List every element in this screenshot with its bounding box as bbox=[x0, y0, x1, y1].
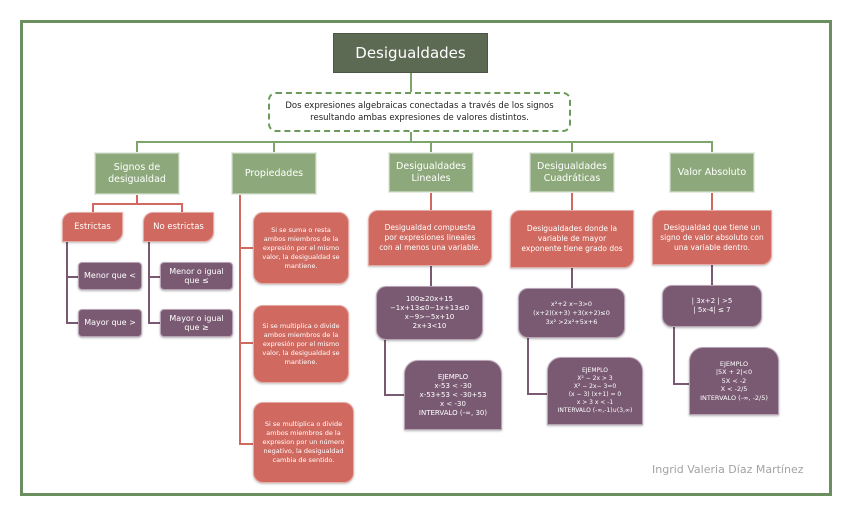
diagram-title: Desigualdades bbox=[333, 33, 488, 73]
connector bbox=[384, 394, 404, 396]
connector bbox=[673, 383, 689, 385]
worked-example-cuadraticas: EJEMPLO X² − 2x > 3 X² − 2x− 3=0 (x − 3)… bbox=[547, 357, 643, 425]
connector bbox=[136, 194, 138, 204]
connector bbox=[239, 194, 241, 444]
property-multiplica-divide: Si se multiplica o divide ambos miembros… bbox=[253, 305, 349, 383]
connector bbox=[92, 203, 182, 205]
sign-menor-que: Menor que < bbox=[78, 262, 142, 290]
category-propiedades: Propiedades bbox=[232, 153, 316, 194]
connector bbox=[527, 393, 547, 395]
connector bbox=[136, 141, 713, 143]
connector bbox=[148, 322, 160, 324]
connector bbox=[410, 73, 412, 92]
connector bbox=[711, 265, 713, 285]
category-cuadraticas: Desigualdades Cuadráticas bbox=[530, 153, 614, 192]
connector bbox=[239, 443, 253, 445]
connector bbox=[66, 241, 68, 323]
description-valor-absoluto: Desigualdad que tiene un signo de valor … bbox=[652, 210, 772, 265]
description-lineales: Desigualdad compuesta por expresiones li… bbox=[368, 210, 492, 266]
connector bbox=[571, 192, 573, 210]
connector bbox=[239, 342, 253, 344]
subgroup-estrictas: Estrictas bbox=[62, 212, 123, 242]
connector bbox=[181, 203, 183, 213]
sign-menor-igual: Menor o igual que ≤ bbox=[160, 262, 233, 290]
connector bbox=[384, 340, 386, 395]
diagram-frame bbox=[20, 20, 832, 496]
examples-cuadraticas: x²+2 x−3>0 (x+2)(x+3) +3(x+2)≤0 3x² >2x²… bbox=[518, 288, 625, 338]
connector bbox=[148, 276, 160, 278]
connector bbox=[711, 192, 713, 210]
connector bbox=[239, 247, 253, 249]
connector bbox=[571, 141, 573, 153]
sign-mayor-igual: Mayor o igual que ≥ bbox=[160, 309, 233, 337]
connector bbox=[673, 327, 675, 384]
definition-box: Dos expresiones algebraicas conectadas a… bbox=[268, 92, 571, 132]
worked-example-lineales: EJEMPLO x-53 < -30 x-53+53 < -30+53 x < … bbox=[404, 360, 502, 430]
category-signos: Signos de desigualdad bbox=[95, 153, 179, 194]
property-numero-negativo: Si se multiplica o divide ambos miembros… bbox=[253, 402, 354, 483]
worked-example-valor-absoluto: EJEMPLO |5X + 2|<0 5X < -2 X < -2/5 INTE… bbox=[689, 347, 779, 415]
examples-valor-absoluto: | 3x+2 | >5 | 5x-4| ≤ 7 bbox=[662, 285, 762, 327]
description-cuadraticas: Desigualdades donde la variable de mayor… bbox=[510, 210, 634, 268]
connector bbox=[66, 322, 78, 324]
connector bbox=[527, 338, 529, 394]
connector bbox=[148, 241, 150, 323]
examples-lineales: 100≥20x+15 −1x+13≤0−1x+13≤0 x−9>−5x+10 2… bbox=[376, 286, 483, 340]
subgroup-no-estrictas: No estrictas bbox=[143, 212, 214, 242]
connector bbox=[571, 268, 573, 288]
connector bbox=[273, 141, 275, 153]
connector bbox=[66, 276, 78, 278]
connector bbox=[136, 141, 138, 153]
property-suma-resta: Si se suma o resta ambos miembros de la … bbox=[253, 212, 349, 284]
connector bbox=[711, 141, 713, 153]
category-valor-absoluto: Valor Absoluto bbox=[670, 153, 754, 192]
connector bbox=[430, 192, 432, 210]
connector bbox=[410, 132, 412, 142]
connector bbox=[430, 266, 432, 286]
author-credit: Ingrid Valeria Díaz Martínez bbox=[652, 463, 804, 476]
sign-mayor-que: Mayor que > bbox=[78, 309, 142, 337]
connector bbox=[92, 203, 94, 213]
category-lineales: Desigualdades Lineales bbox=[389, 153, 473, 192]
connector bbox=[430, 141, 432, 153]
